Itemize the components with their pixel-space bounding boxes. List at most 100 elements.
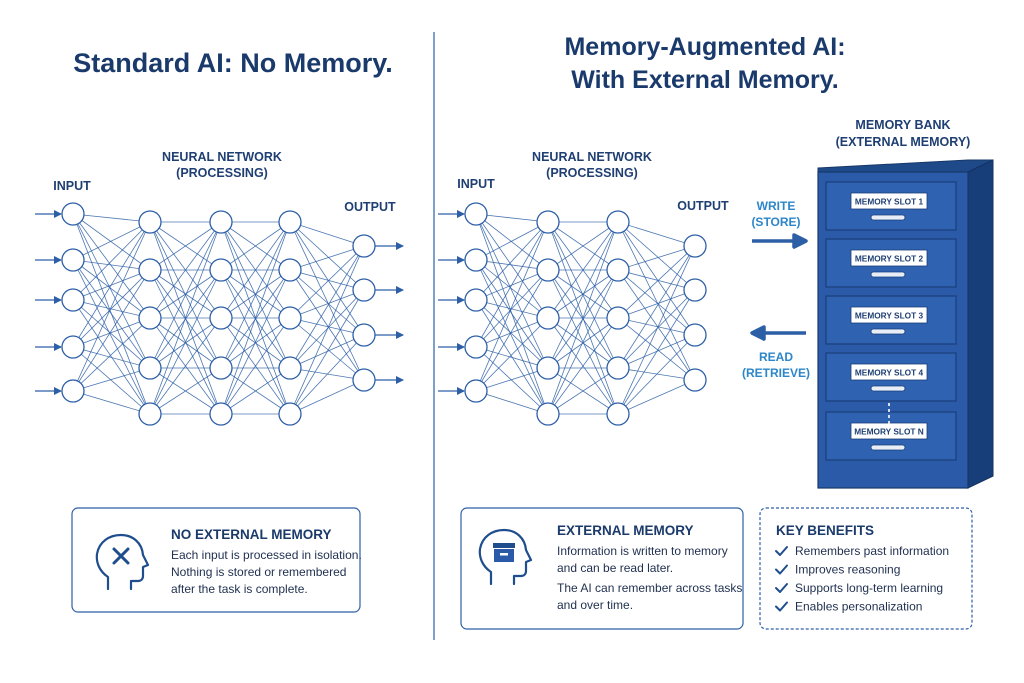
drawer-handle (870, 444, 906, 451)
network-node (464, 248, 488, 272)
connection-line (475, 269, 549, 392)
connection-line (220, 221, 291, 319)
network-node (536, 258, 560, 282)
connection-line (220, 221, 291, 369)
write-arrow (752, 233, 808, 249)
connection-line (72, 213, 151, 271)
connection-line (617, 245, 696, 271)
drawer-label-plate (850, 306, 928, 324)
connection-line (617, 289, 696, 369)
memory-slot-label: MEMORY SLOT 4 (855, 368, 924, 378)
connection-line (72, 221, 151, 348)
benefit-text: Remembers past information (795, 544, 949, 558)
write-label-2: (STORE) (751, 215, 800, 229)
connection-line (289, 221, 365, 336)
connection-line (547, 269, 619, 415)
right-network-label-1: NEURAL NETWORK (532, 150, 652, 164)
left-card-frame (71, 507, 361, 613)
memory-drawer: MEMORY SLOT N (825, 411, 957, 461)
connection-line (475, 221, 549, 348)
connection-line (72, 221, 151, 392)
right-card-heading: EXTERNAL MEMORY (557, 523, 694, 538)
benefits-card-frame (759, 507, 973, 630)
left-title: Standard AI: No Memory. (73, 48, 393, 78)
connection-line (149, 317, 222, 415)
left-card-line-2: Nothing is stored or remembered (171, 565, 346, 579)
benefit-item: Improves reasoning (775, 563, 900, 577)
read-label-2: (RETRIEVE) (742, 366, 810, 380)
network-node (209, 306, 233, 330)
left-network-label-1: NEURAL NETWORK (162, 150, 282, 164)
connection-line (617, 269, 696, 291)
cabinet-top (817, 159, 994, 173)
connection-line (617, 317, 696, 381)
right-output-label: OUTPUT (677, 199, 729, 213)
head-x-icon (95, 533, 150, 591)
connection-line (220, 269, 291, 319)
connection-line (220, 367, 291, 415)
right-card-line-4: and over time. (557, 598, 633, 612)
connection-line (475, 299, 549, 369)
connection-line (220, 221, 291, 415)
connection-line (72, 213, 151, 369)
network-node (209, 210, 233, 234)
left-info-card: NO EXTERNAL MEMORY Each input is process… (71, 507, 362, 613)
network-node (683, 234, 707, 258)
drawer-handle (870, 328, 906, 335)
connection-line (220, 317, 291, 415)
network-node (683, 368, 707, 392)
right-network-label-2: (PROCESSING) (546, 166, 638, 180)
network-node (61, 202, 85, 226)
connection-line (149, 367, 222, 415)
connection-line (475, 213, 549, 271)
connection-line (72, 317, 151, 348)
network-node (138, 210, 162, 234)
connection-line (475, 259, 549, 319)
connection-line (149, 221, 222, 369)
network-node (683, 278, 707, 302)
network-node (209, 402, 233, 426)
network-connections (475, 213, 696, 415)
connection-line (475, 221, 549, 392)
connection-line (617, 334, 696, 415)
connection-line (149, 221, 222, 271)
benefit-text: Enables personalization (795, 600, 922, 614)
connection-line (617, 221, 696, 336)
left-output-label: OUTPUT (344, 200, 396, 214)
benefits-heading: KEY BENEFITS (776, 523, 874, 538)
network-node (606, 306, 630, 330)
drawer-handle (870, 271, 906, 278)
connection-line (617, 289, 696, 415)
connection-line (72, 221, 151, 301)
benefit-text: Supports long-term learning (795, 581, 943, 595)
network-node (536, 210, 560, 234)
connection-line (547, 221, 619, 369)
left-card-heading: NO EXTERNAL MEMORY (171, 527, 332, 542)
network-node (138, 258, 162, 282)
network-node (61, 379, 85, 403)
connection-line (617, 289, 696, 319)
benefit-item: Remembers past information (775, 544, 949, 558)
right-info-card: EXTERNAL MEMORY Information is written t… (460, 507, 744, 630)
check-icon (775, 546, 788, 556)
network-node (278, 306, 302, 330)
connection-line (289, 269, 365, 336)
right-title-line-1: Memory-Augmented AI: (564, 33, 845, 61)
network-node (536, 306, 560, 330)
right-card-line-3: The AI can remember across tasks (557, 581, 742, 595)
network-node (278, 258, 302, 282)
check-icon (775, 564, 788, 575)
memory-bank-label-2: (EXTERNAL MEMORY) (836, 135, 971, 149)
right-card-line-1: Information is written to memory (557, 544, 728, 558)
write-label-1: WRITE (757, 199, 796, 213)
connection-line (547, 317, 619, 369)
network-node (61, 288, 85, 312)
memory-bank-label-1: MEMORY BANK (855, 118, 950, 132)
network-node (61, 248, 85, 272)
connection-line (72, 346, 151, 369)
right-card-frame (460, 507, 744, 630)
connection-line (289, 334, 365, 415)
